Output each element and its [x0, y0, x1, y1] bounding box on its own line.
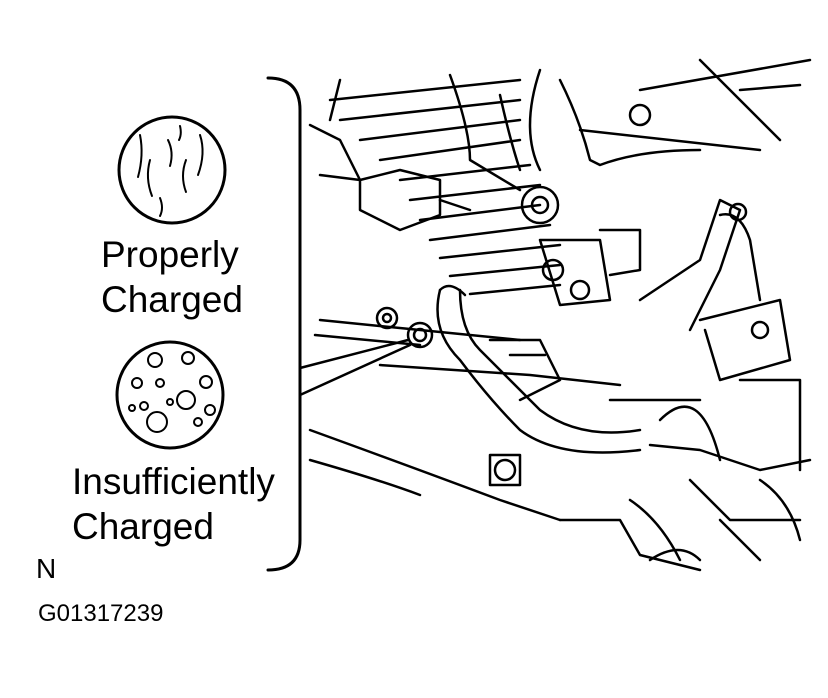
- label-properly: Properly: [101, 234, 239, 275]
- sight-glass-insufficiently-charged: [115, 340, 225, 450]
- bracket: [266, 76, 302, 572]
- label-insufficiently-charged: Charged: [72, 506, 214, 547]
- figure-id: G01317239: [38, 600, 164, 627]
- leader-lines: [298, 338, 412, 397]
- label-properly-charged: Charged: [101, 279, 243, 320]
- engine-component-sketch: [308, 58, 812, 572]
- label-insufficiently: Insufficiently: [72, 461, 275, 502]
- sight-glass-properly-charged: [117, 115, 227, 225]
- view-marker-n: N: [36, 553, 57, 584]
